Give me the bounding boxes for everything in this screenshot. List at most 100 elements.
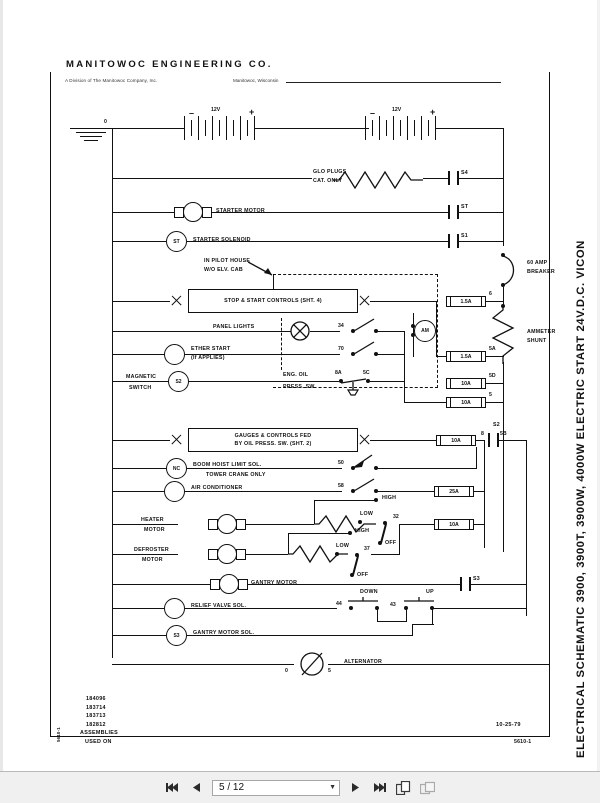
- s2-terminal-right: 5B: [500, 431, 507, 437]
- fuse-6: 25A: [434, 486, 474, 497]
- boom-hoist-dot-r: [374, 466, 379, 471]
- heater-label-1: HEATER: [141, 517, 164, 523]
- boom-hoist-coil: NC: [166, 458, 187, 479]
- pilot-house-dash-stub: [273, 274, 275, 296]
- oil-pressure-switch-symbol: [340, 378, 367, 396]
- defroster-low-dot: [335, 552, 340, 557]
- starter-motor-wire-left: [112, 212, 174, 214]
- breaker-label-2: BREAKER: [527, 269, 555, 275]
- defroster-wire-left: [112, 554, 178, 556]
- side-title-text: ELECTRICAL SCHEMATIC 3900, 3900T, 3900W,…: [575, 240, 587, 758]
- fuse-4-to-rail: [486, 402, 504, 404]
- ether-start-wire-mid: [185, 354, 340, 356]
- starter-solenoid-coil: ST: [166, 231, 187, 252]
- alternator-term-5: 5: [328, 668, 331, 674]
- ac-switch-blade: [353, 478, 375, 492]
- ac-wire-right: [377, 491, 434, 493]
- panel-lights-label: PANEL LIGHTS: [213, 324, 255, 330]
- pilot-house-dashed-region: [273, 274, 438, 388]
- company-location: Manitowoc, Wisconsin: [233, 78, 279, 83]
- shunt-down-rail: [503, 362, 505, 552]
- glo-plugs-to-rail: [457, 178, 503, 180]
- heater-selector-blade: [380, 523, 387, 544]
- single-page-view-button[interactable]: [395, 779, 412, 797]
- relief-to-rail: [432, 608, 526, 610]
- defroster-label-1: DEFROSTER: [134, 547, 169, 553]
- fuse-3-to-rail: [486, 383, 504, 385]
- panel-lights-switch-blade: [353, 318, 375, 332]
- relief-jumper-h: [377, 621, 407, 623]
- relief-dot-l: [349, 606, 354, 611]
- glo-plugs-label-1: GLO PLUGS: [313, 169, 347, 175]
- fuse-1-to-rail: [486, 301, 504, 303]
- defroster-to-heater-node: [371, 554, 400, 556]
- down-pushbutton: [348, 597, 378, 602]
- heater-wire-left: [112, 524, 178, 526]
- boom-hoist-wire-right: [377, 468, 477, 470]
- starter-solenoid-wire-right: [187, 241, 448, 243]
- stop-start-wire-left: [112, 301, 170, 303]
- relief-jumper-v2: [406, 608, 408, 622]
- eng-oil-dot-l: [339, 379, 344, 384]
- defroster-sw-pivot: [355, 553, 360, 558]
- gauges-box-text-2: BY OIL PRESS. SW. (SHT. 2): [234, 441, 312, 447]
- panel-lamp-symbol: [290, 321, 310, 341]
- defroster-low-label: LOW: [336, 543, 350, 549]
- positive-rail: [503, 128, 505, 246]
- s2-to-right-rail: [497, 440, 527, 442]
- ether-sw-dot-r: [374, 352, 379, 357]
- panel-lights-wire-mid: [310, 331, 340, 333]
- two-page-view-button[interactable]: [419, 779, 436, 797]
- alternator-term-0: 0: [285, 668, 288, 674]
- fuse-1-wire: 6: [489, 291, 492, 297]
- ether-start-label-1: ETHER START: [191, 346, 231, 352]
- last-page-button[interactable]: [371, 779, 388, 797]
- next-page-button[interactable]: [347, 779, 364, 797]
- gantry-sol-coil: S3: [166, 625, 187, 646]
- heater-low-label: LOW: [360, 511, 374, 517]
- boom-hoist-label-1: BOOM HOIST LIMIT SOL.: [193, 462, 262, 468]
- part-number-3: 183713: [86, 713, 106, 720]
- stop-start-controls-box: STOP & START CONTROLS (SHT. 4): [188, 289, 358, 313]
- gantry-sol-wire-number: 43: [390, 602, 396, 608]
- part-number-2: 183714: [86, 704, 106, 711]
- fuse-branch-vert: [436, 301, 438, 357]
- company-name: MANITOWOC ENGINEERING CO.: [66, 59, 273, 70]
- fuse-2-lead: [436, 356, 446, 358]
- header-rule: [286, 82, 501, 83]
- heater-high-tap-vert: [314, 500, 316, 524]
- eng-oil-dot-r: [366, 379, 371, 384]
- previous-page-button[interactable]: [188, 779, 205, 797]
- chevron-down-icon[interactable]: ▼: [329, 784, 336, 791]
- fuse-2: 1.5A: [446, 351, 486, 362]
- heater-switch-wire: 32: [393, 514, 399, 520]
- glo-plugs-resistor: [333, 170, 423, 189]
- ac-dot-r: [374, 489, 379, 494]
- eng-oil-label-2: PRESS. SW.: [283, 384, 317, 390]
- battery-interlink: [255, 128, 369, 130]
- boom-hoist-up-to-fuse: [476, 447, 478, 469]
- magnetic-switch-label-2: SWITCH: [129, 385, 152, 391]
- starter-motor-label: STARTER MOTOR: [216, 208, 265, 214]
- defroster-high-dot: [348, 531, 353, 536]
- first-page-button[interactable]: [164, 779, 181, 797]
- battery1-plus: +: [249, 107, 255, 117]
- defroster-node-vert: [399, 524, 401, 555]
- page-number-value: 5 / 12: [219, 782, 245, 793]
- ac-label: AIR CONDITIONER: [191, 485, 243, 491]
- heater-label-2: MOTOR: [144, 527, 165, 533]
- gantry-sol-wire-left: [112, 635, 166, 637]
- ether-start-coil: [164, 344, 185, 365]
- ground-bar-2: [80, 136, 102, 138]
- heater-off-label: OFF: [385, 540, 397, 546]
- gauges-wire-right: [370, 440, 436, 442]
- gantry-jumper-v: [432, 608, 434, 624]
- gauges-wire-left: [112, 440, 170, 442]
- pdf-viewer-canvas[interactable]: MANITOWOC ENGINEERING CO. A Division of …: [0, 0, 600, 771]
- assemblies-heading-2: USED ON: [85, 738, 112, 745]
- panel-lights-wire-left: [112, 331, 292, 333]
- page-number-select[interactable]: 5 / 12 ▼: [212, 779, 340, 796]
- fuse-3: 10A: [446, 378, 486, 389]
- page-left-edge: [0, 0, 3, 771]
- ether-start-label-2: (If APPLIES): [191, 355, 225, 361]
